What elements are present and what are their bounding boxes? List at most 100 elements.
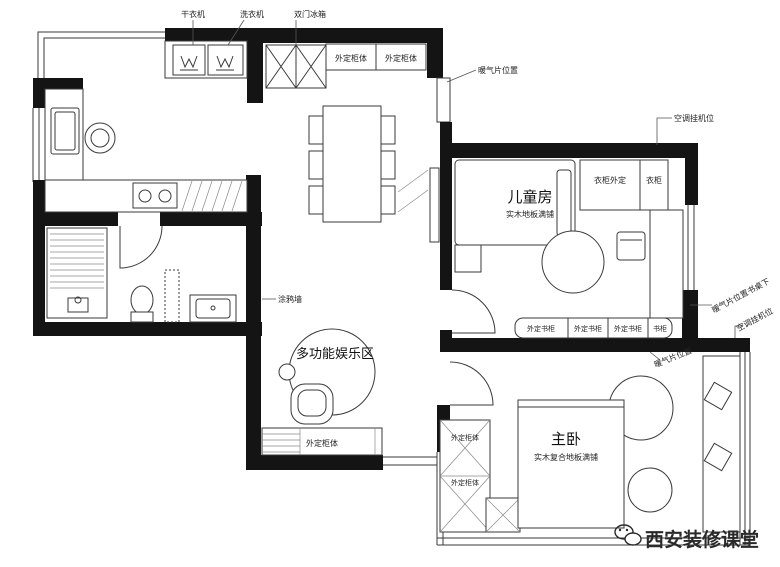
kids-nightstand xyxy=(454,244,482,273)
toilet-bowl xyxy=(130,285,154,315)
kids-desk-chair xyxy=(616,231,646,261)
kids-room-name: 儿童房 xyxy=(507,188,552,206)
toilet-tank xyxy=(130,311,154,323)
top-cabinet-label: 外定柜体 xyxy=(335,53,367,63)
walls xyxy=(32,28,751,546)
wardrobe-label: 衣柜 xyxy=(646,175,662,185)
vanity-drain xyxy=(210,305,216,311)
dining-chair xyxy=(380,150,396,180)
side-table xyxy=(278,363,296,381)
wall-fridge-left xyxy=(247,28,263,103)
bottom-cabinet-hatch xyxy=(262,428,376,455)
bookcase-label: 外定书柜 xyxy=(574,324,602,333)
dining-table xyxy=(322,105,382,223)
wall-dining-top xyxy=(263,28,443,43)
door-kids-room xyxy=(451,289,496,334)
wechat-eye xyxy=(618,528,622,532)
play-area xyxy=(261,328,383,456)
radiator-desk-label: 暖气片位置书桌下 xyxy=(710,276,771,315)
wall-central-bottom-thin xyxy=(383,456,437,466)
master-cabinet-label: 外定柜体 xyxy=(451,478,479,487)
wall-master-corner xyxy=(740,338,750,352)
leader-ac-master xyxy=(734,325,742,338)
ac-master-label: 空调挂机位 xyxy=(735,306,775,334)
kids-rug xyxy=(541,230,605,294)
wall-kids-right-upper xyxy=(685,143,698,205)
kitchen-stove xyxy=(132,182,178,209)
window-master-right xyxy=(739,352,751,545)
bookcase-label: 外定书柜 xyxy=(527,324,555,333)
master-chest-cross xyxy=(485,497,521,533)
window-dining xyxy=(436,77,451,123)
watermark-text: 西安装修课堂 xyxy=(645,528,759,551)
armchair-seat xyxy=(297,389,327,417)
stove-burner-right xyxy=(158,189,172,203)
wall-dining-right-upper xyxy=(427,28,443,78)
window-kids xyxy=(687,205,695,290)
master-room-name: 主卧 xyxy=(551,430,581,448)
bath-cabinet xyxy=(164,269,180,323)
leader-radiator-dining xyxy=(446,69,477,83)
wechat-eye xyxy=(625,528,629,532)
kids-bed xyxy=(454,159,576,246)
bay-chair xyxy=(703,381,733,411)
shower-head xyxy=(74,296,82,304)
master-bedroom xyxy=(439,355,741,533)
wall-bath-top-right xyxy=(160,212,262,226)
doors xyxy=(119,225,496,406)
leader-radiator-master xyxy=(649,351,661,361)
wall-kitchen-left-upper xyxy=(33,78,45,108)
vanity-basin xyxy=(195,298,231,319)
wall-laundry-top xyxy=(165,28,263,41)
master-bed xyxy=(517,399,625,529)
dining-chair xyxy=(308,115,324,145)
bookcase-label: 书柜 xyxy=(653,324,667,333)
wall-bath-bottom xyxy=(33,322,262,336)
dining-chair xyxy=(380,115,396,145)
watermark: 西安装修课堂 xyxy=(614,524,759,551)
radiator-dining-label: 暖气片位置 xyxy=(478,65,518,75)
dryer-icon xyxy=(180,55,198,71)
master-side-table xyxy=(627,467,673,513)
bottom-cabinet xyxy=(261,427,383,456)
leader-ac-kids xyxy=(656,117,672,145)
kitchen-stool-seat xyxy=(90,128,110,148)
bath-shelf xyxy=(67,297,89,313)
door-bathroom xyxy=(119,225,163,269)
dryer-label: 干衣机 xyxy=(181,9,205,19)
fridge-label: 双门冰箱 xyxy=(294,9,326,19)
master-room-floor: 实木复合地板满铺 xyxy=(534,452,598,462)
window-master-bottom xyxy=(437,537,750,546)
wall-central-left xyxy=(246,175,261,470)
ac-kids-label: 空调挂机位 xyxy=(674,113,714,123)
wall-bath-top-left xyxy=(33,212,118,226)
washer-icon xyxy=(216,55,234,71)
fridge-doors xyxy=(265,44,327,89)
bay-chair xyxy=(703,442,733,472)
bathroom xyxy=(46,227,237,323)
wall-central-bottom xyxy=(246,455,383,470)
wechat-bubble-large xyxy=(614,524,634,540)
dining-curtain xyxy=(397,169,429,213)
balcony-railing xyxy=(37,31,166,78)
wall-kids-master xyxy=(440,338,750,352)
wall-dining-kids xyxy=(440,122,452,290)
window-kitchen xyxy=(32,108,46,182)
kids-bookcase-dividers xyxy=(567,318,649,338)
kitchen xyxy=(44,40,248,213)
kids-desk xyxy=(649,209,684,319)
dining-chair xyxy=(308,150,324,180)
kitchen-tall-cabinet-hatch xyxy=(181,180,243,212)
kids-room xyxy=(454,159,684,339)
graffiti-wall-label: 涂鸦墙 xyxy=(278,294,302,304)
kids-room-floor: 实木地板满铺 xyxy=(506,209,554,219)
leader-lines xyxy=(192,19,742,361)
master-wardrobe-cross xyxy=(439,419,491,533)
play-area-label: 多功能娱乐区 xyxy=(296,346,374,362)
dining-chair xyxy=(380,185,396,215)
washer-label: 洗衣机 xyxy=(240,9,264,19)
bookcase-label: 外定书柜 xyxy=(614,324,642,333)
bathtub xyxy=(46,227,108,319)
bottom-cabinet-label: 外定柜体 xyxy=(306,438,338,448)
